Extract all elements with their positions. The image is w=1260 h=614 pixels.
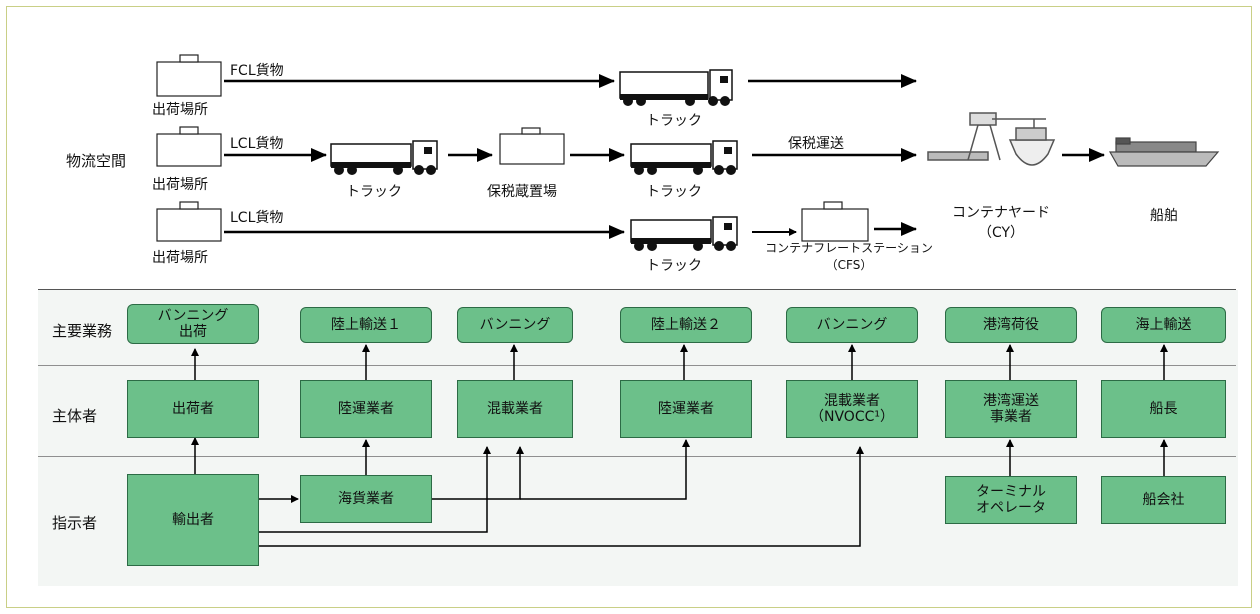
origin-box-icon [156, 54, 222, 97]
cargo-label-lcl: LCL貨物 [230, 210, 284, 226]
actor-box: 出荷者 [127, 380, 259, 438]
separator-physical [38, 289, 1236, 290]
arrow-exporter-to-nvocc [258, 446, 864, 547]
row-label-instructors: 指示者 [52, 514, 98, 532]
cy-label: コンテナヤード [952, 205, 1050, 221]
business-box: 陸上輸送１ [300, 307, 432, 343]
ship-label: 船舶 [1150, 208, 1178, 224]
separator-business [38, 365, 1236, 366]
business-box: バンニング 出荷 [127, 304, 259, 344]
actor-box: 陸運業者 [300, 380, 432, 438]
bonded-transport-label: 保税運送 [788, 136, 844, 152]
exporter-box: 輸出者 [127, 474, 259, 566]
business-box: バンニング [457, 307, 573, 343]
row-label-physical: 物流空間 [66, 152, 127, 170]
arrow-exporter-to-consolidator [258, 446, 491, 533]
origin-label: 出荷場所 [152, 102, 208, 118]
actor-box: 船長 [1101, 380, 1226, 438]
arrow-forwarder-to-carrier2 [520, 439, 690, 500]
shipping-company-box: 船会社 [1101, 476, 1226, 524]
actor-box: 陸運業者 [620, 380, 752, 438]
bonded-warehouse-label: 保税蔵置場 [487, 184, 557, 200]
cy-abbr: （CY） [977, 225, 1025, 241]
truck-label: トラック [646, 184, 702, 200]
cfs-label: コンテナフレートステーション [765, 241, 933, 255]
arrow-forwarder-to-consolidator [432, 446, 524, 500]
cargo-label-fcl: FCL貨物 [230, 63, 284, 79]
actor-box: 混載業者 （NVOCC¹） [786, 380, 918, 438]
separator-actors [38, 456, 1236, 457]
warehouse-box-icon [499, 127, 565, 165]
origin-box-icon [156, 201, 222, 242]
truck-label: トラック [646, 258, 702, 274]
origin-label: 出荷場所 [152, 250, 208, 266]
actor-box: 混載業者 [457, 380, 573, 438]
truck-icon [330, 140, 438, 175]
truck-label: トラック [646, 113, 702, 129]
ship-icon [1108, 137, 1220, 167]
origin-box-icon [156, 126, 222, 167]
truck-icon [630, 140, 738, 175]
cfs-abbr: （CFS） [825, 258, 873, 272]
business-box: 陸上輸送２ [620, 307, 752, 343]
business-box: バンニング [786, 307, 918, 343]
cfs-box-icon [801, 201, 869, 242]
row-label-actors: 主体者 [52, 407, 98, 425]
row-label-business: 主要業務 [52, 322, 113, 340]
actor-box: 港湾運送 事業者 [945, 380, 1077, 438]
forwarder-box: 海貨業者 [300, 475, 432, 523]
cargo-label-lcl: LCL貨物 [230, 136, 284, 152]
terminal-operator-box: ターミナル オペレータ [945, 476, 1077, 524]
business-box: 港湾荷役 [945, 307, 1077, 343]
crane-icon [927, 112, 1056, 166]
truck-icon [630, 216, 738, 251]
business-box: 海上輸送 [1101, 307, 1226, 343]
truck-icon [619, 69, 733, 106]
origin-label: 出荷場所 [152, 177, 208, 193]
truck-label: トラック [346, 184, 402, 200]
